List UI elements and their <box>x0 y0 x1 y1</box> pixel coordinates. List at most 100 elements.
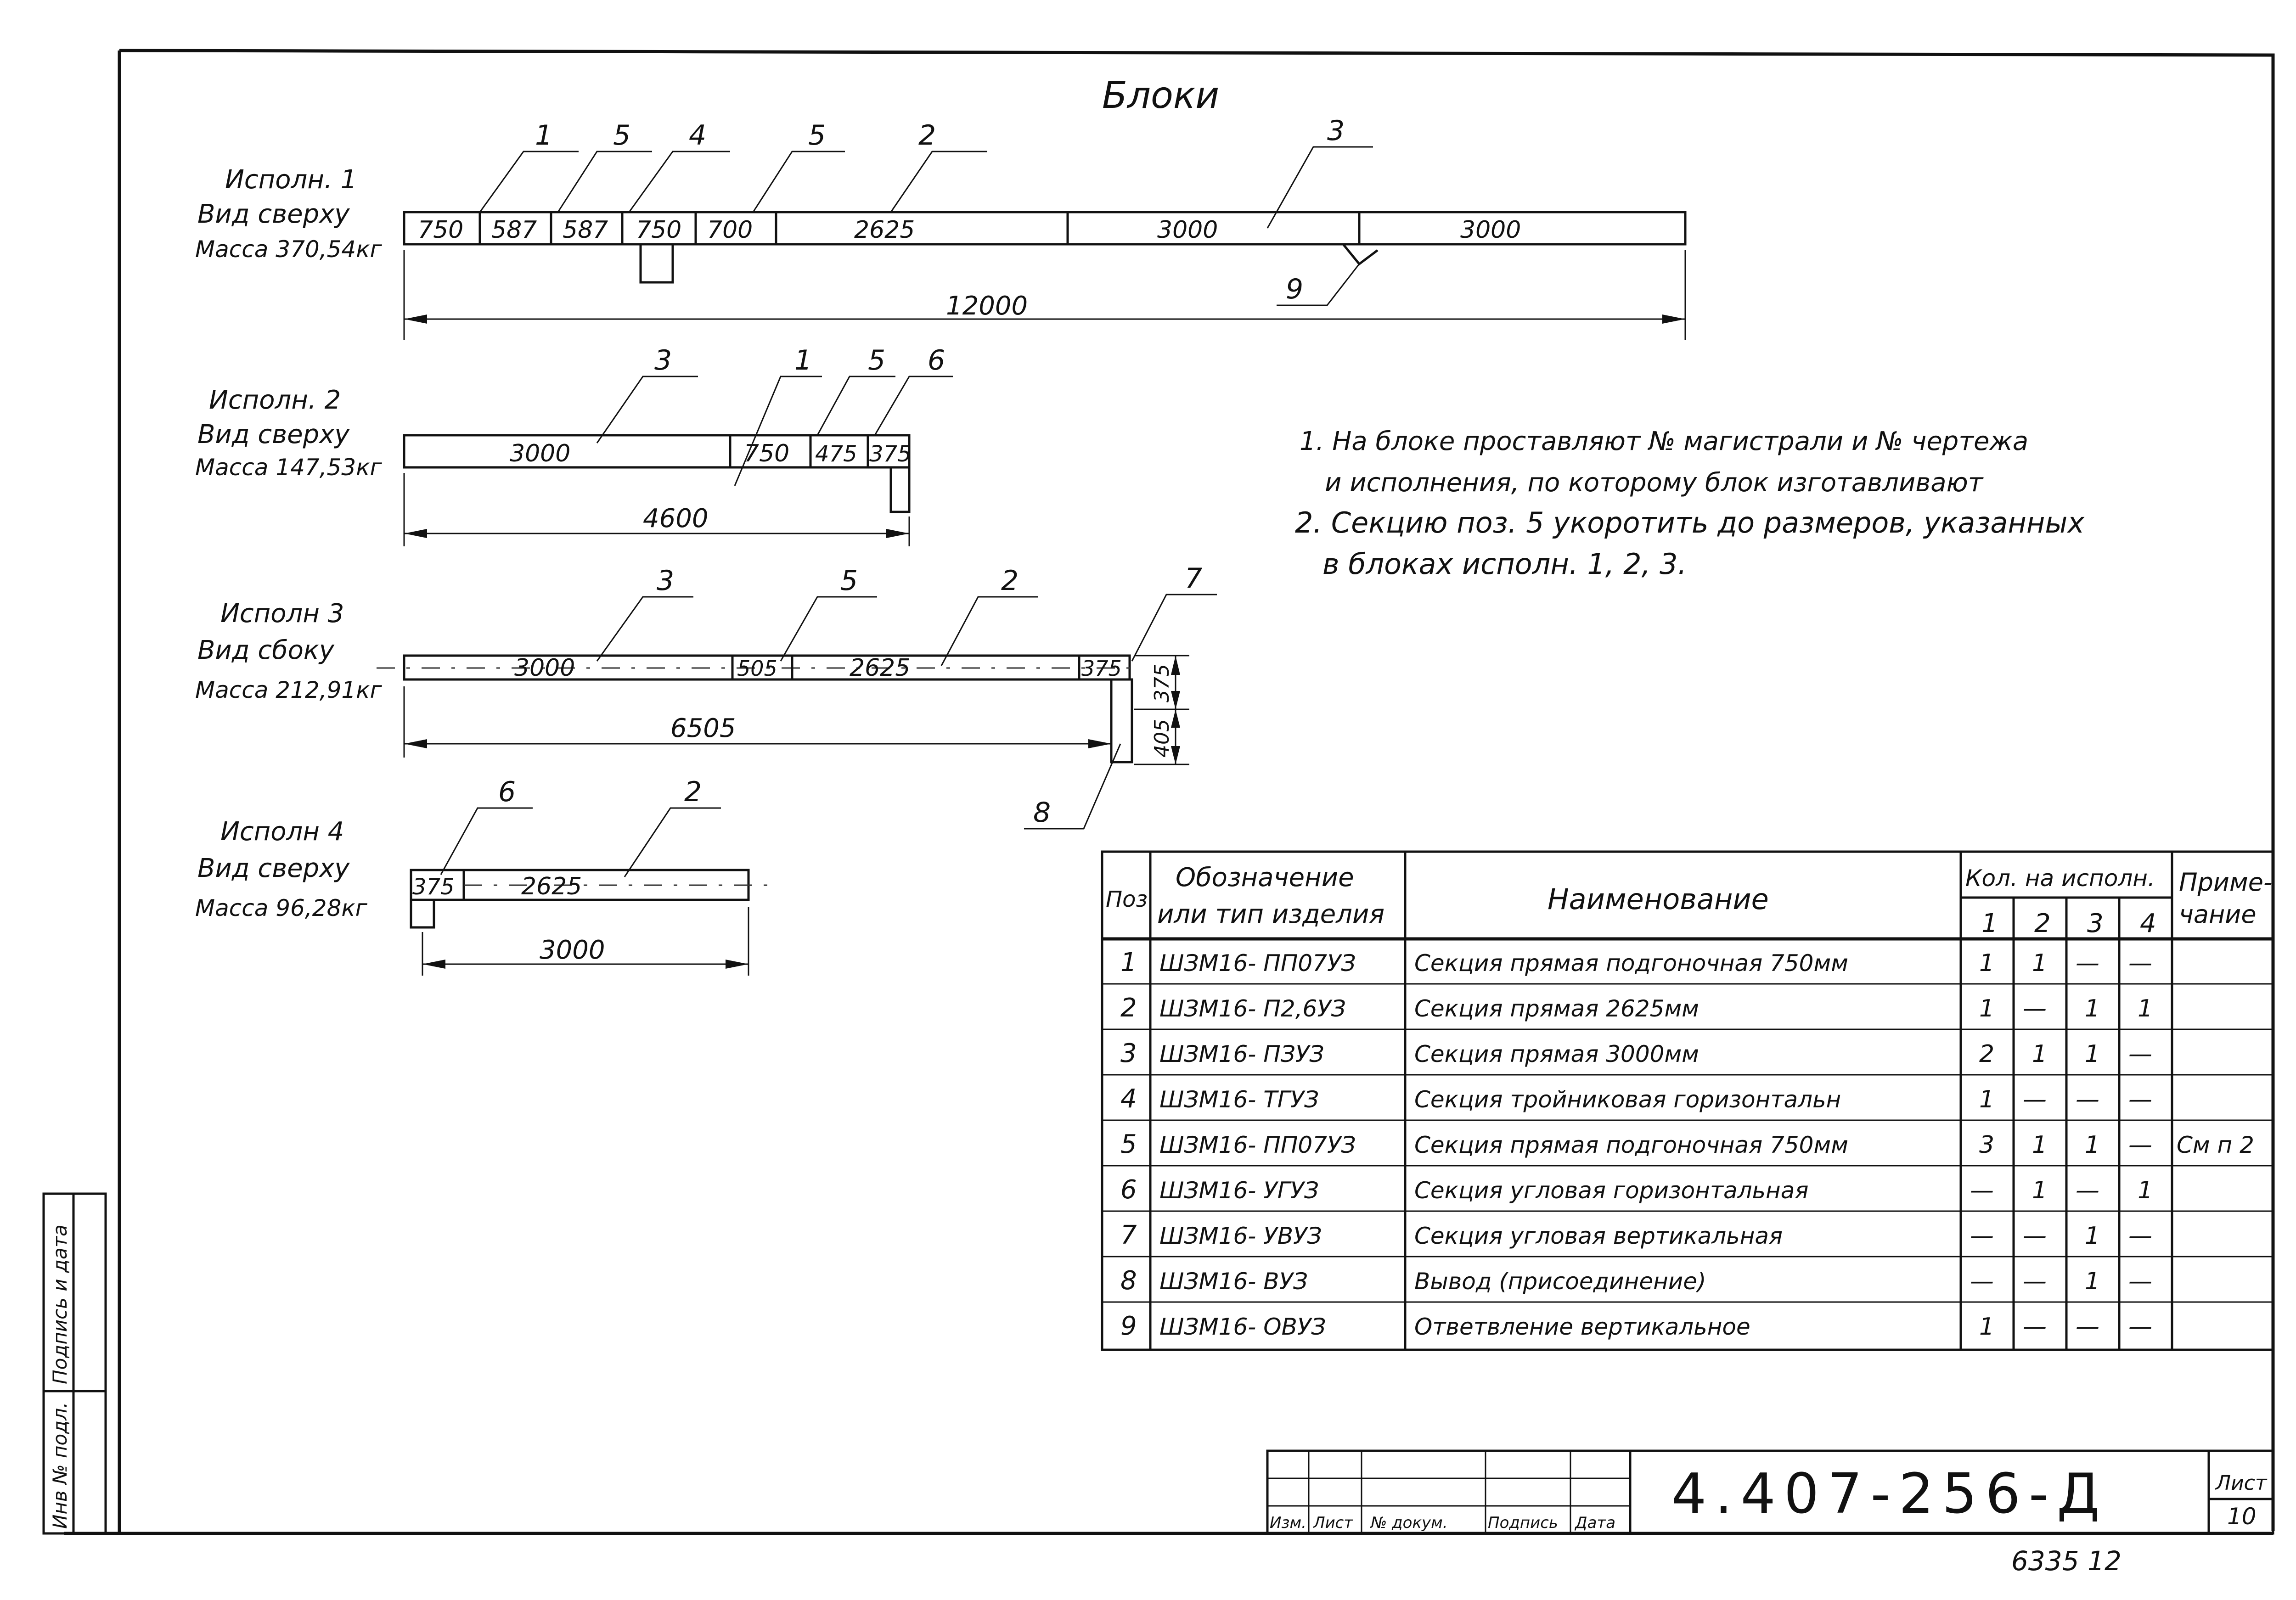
variant-4-view: Вид сверху <box>197 853 350 883</box>
sheet-frame <box>64 49 2275 1535</box>
table-row-5-name: Секция прямая подгоночная 750мм <box>1414 1132 1848 1158</box>
variant-4-name: Исполн 4 <box>220 817 344 847</box>
variant-2-block <box>403 434 911 469</box>
side-stamp-replace: Взам. инв. № <box>79 1253 101 1384</box>
variant-1-callout-3: 4 <box>689 119 706 152</box>
variant-1-mass: Масса 370,54кг <box>195 236 382 263</box>
table-row-8-designation: ШЗМ16- ВУЗ <box>1159 1268 1308 1295</box>
variant-2-name: Исполн. 2 <box>209 385 341 415</box>
variant-4-callout-1: 6 <box>498 776 516 808</box>
variant-3-vdim-2: 405 <box>1150 719 1174 758</box>
table-row-2-pos: 2 <box>1120 993 1137 1023</box>
table-row-2-name: Секция прямая 2625мм <box>1414 995 1699 1022</box>
table-row-6-q4: 1 <box>2138 1177 2153 1204</box>
table-header-qty-3: 3 <box>2087 909 2104 938</box>
variant-3-elbow <box>1110 678 1133 764</box>
note-line-4: в блоках исполн. 1, 2, 3. <box>1322 547 1687 581</box>
table-row-3-q1: 2 <box>1979 1040 1994 1068</box>
variant-1-seg-1: 750 <box>418 216 463 244</box>
table-row-1-q4: — <box>2128 949 2152 977</box>
title-block-col-sign: Подпись <box>1488 1514 1558 1532</box>
table-row-5-q2: 1 <box>2032 1131 2047 1159</box>
title-block-col-date: Дата <box>1574 1514 1615 1532</box>
variant-4-callout-2: 2 <box>684 776 702 808</box>
table-row-1-q2: 1 <box>2032 949 2047 977</box>
table-row-3-name: Секция прямая 3000мм <box>1414 1041 1699 1067</box>
variant-2-mass: Масса 147,53кг <box>195 454 382 481</box>
title-block-col-izm: Изм. <box>1270 1514 1306 1532</box>
variant-2-seg-4: 375 <box>869 441 912 467</box>
side-stamp-inv: Инв № подл. <box>49 1402 71 1529</box>
table-row-9-q1: 1 <box>1979 1313 1994 1341</box>
table-row-8-name: Вывод (присоединение) <box>1414 1268 1706 1295</box>
table-row-7-pos: 7 <box>1120 1220 1137 1250</box>
table-row-7-q4: — <box>2128 1222 2152 1250</box>
variant-1: Исполн. 1 Вид сверху Масса 370,54кг 750 … <box>195 115 1687 340</box>
side-stamp-signature: Подпись и дата <box>49 1224 71 1384</box>
table-row-1-pos: 1 <box>1120 948 1137 977</box>
table-header-qty-1: 1 <box>1981 909 1998 938</box>
table-row-3-pos: 3 <box>1120 1039 1137 1068</box>
table-header-name: Наименование <box>1548 882 1769 916</box>
table-row-2-q1: 1 <box>1979 995 1994 1022</box>
table-row-7-q3: 1 <box>2085 1222 2100 1250</box>
title-block-col-doc: № докум. <box>1370 1514 1448 1532</box>
variant-1-seg-6: 2625 <box>854 216 915 244</box>
variant-3-seg-1: 3000 <box>514 654 575 682</box>
variant-2: Исполн. 2 Вид сверху Масса 147,53кг 3000… <box>195 344 953 546</box>
table-row-6-pos: 6 <box>1120 1175 1137 1205</box>
table-row-3-q2: 1 <box>2032 1040 2047 1068</box>
title-block-col-list: Лист <box>1312 1514 1353 1532</box>
table-row-6-q3: — <box>2076 1177 2099 1204</box>
variant-1-seg-3: 587 <box>563 216 608 244</box>
table-row-9-designation: ШЗМ16- ОВУЗ <box>1159 1314 1326 1340</box>
variant-2-callout-4: 6 <box>928 344 945 376</box>
table-row-8-q3: 1 <box>2085 1268 2100 1295</box>
table-row-4-q3: — <box>2076 1086 2099 1113</box>
table-row-1-designation: ШЗМ16- ПП07УЗ <box>1159 950 1356 977</box>
variant-3-mass: Масса 212,91кг <box>195 677 382 703</box>
variant-1-callout-5: 2 <box>918 119 936 152</box>
variant-1-seg-4: 750 <box>636 216 681 244</box>
table-row-2-q4: 1 <box>2138 995 2153 1022</box>
variant-1-callout-2: 5 <box>613 119 630 152</box>
table-row-5-designation: ШЗМ16- ПП07УЗ <box>1159 1132 1356 1158</box>
table-row-1-q1: 1 <box>1979 949 1994 977</box>
variant-4-mass: Масса 96,28кг <box>195 895 368 921</box>
table-header-qty: Кол. на исполн. <box>1965 865 2155 892</box>
table-row-9-name: Ответвление вертикальное <box>1414 1314 1750 1340</box>
variant-2-callout-1: 3 <box>654 344 672 376</box>
sheet-number: 10 <box>2227 1503 2257 1530</box>
table-row-5-q4: — <box>2128 1131 2152 1159</box>
table-row-2-q2: — <box>2023 995 2047 1022</box>
variant-3-callout-1: 3 <box>657 565 674 597</box>
title-block: Изм. Лист № докум. Подпись Дата 4.407-25… <box>1266 1449 2274 1535</box>
table-row-5-pos: 5 <box>1120 1129 1137 1159</box>
variant-1-seg-7: 3000 <box>1157 216 1218 244</box>
table-row-9-q2: — <box>2023 1313 2047 1341</box>
table-row-4-name: Секция тройниковая горизонтальн <box>1414 1086 1841 1113</box>
table-row-8-q4: — <box>2128 1268 2152 1295</box>
variant-1-seg-2: 587 <box>491 216 537 244</box>
drawing-title: Блоки <box>1102 74 1219 117</box>
table-row-4-pos: 4 <box>1120 1084 1137 1114</box>
table-row-7-q1: — <box>1970 1222 1994 1250</box>
table-header-designation-1: Обозначение <box>1176 863 1354 893</box>
variant-3-seg-3: 2625 <box>850 654 910 682</box>
note-line-3: 2. Секцию поз. 5 укоротить до размеров, … <box>1295 506 2085 539</box>
variant-1-block <box>403 211 1687 246</box>
document-number: 4.407-256-Д <box>1671 1462 2108 1526</box>
table-row-8-q2: — <box>2023 1268 2047 1295</box>
table-row-4-q1: 1 <box>1979 1086 1994 1113</box>
variant-2-seg-1: 3000 <box>510 440 570 467</box>
variant-2-total: 4600 <box>643 504 709 533</box>
notes: 1. На блоке проставляют № магистрали и №… <box>1295 427 2085 581</box>
variant-3-callout-3: 2 <box>1001 565 1019 597</box>
variant-4-seg-2: 2625 <box>521 873 582 900</box>
variant-2-callout-3: 5 <box>868 344 885 376</box>
table-row-6-name: Секция угловая горизонтальная <box>1414 1177 1808 1204</box>
variant-2-seg-3: 475 <box>815 441 857 467</box>
variant-1-callout-6: 3 <box>1327 115 1345 147</box>
variant-3-seg-4: 375 <box>1081 656 1122 681</box>
